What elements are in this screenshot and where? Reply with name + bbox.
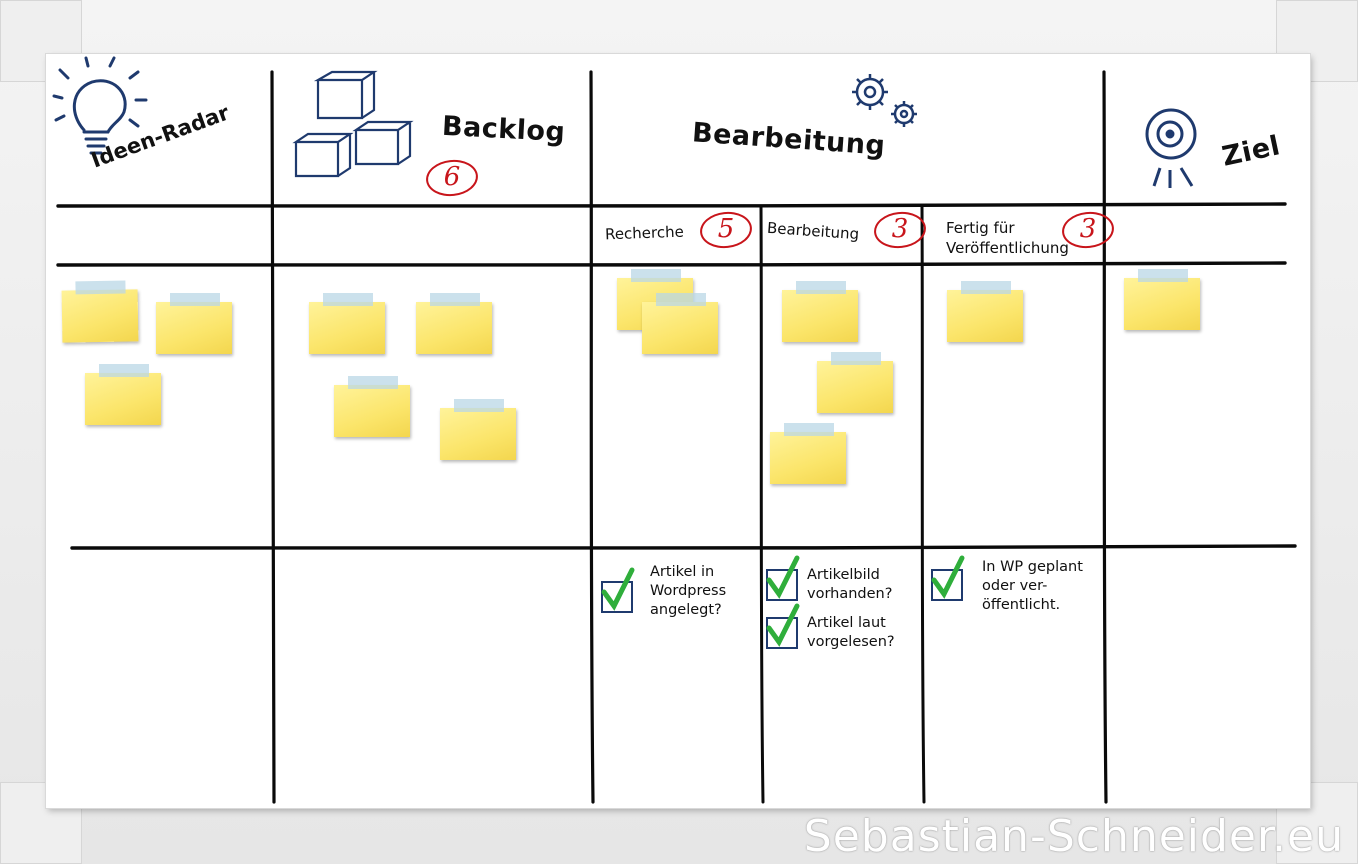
sticky-note[interactable] <box>817 352 893 413</box>
fertig-wip-limit: 3 <box>1064 212 1112 246</box>
bearbeitung-wip-limit: 3 <box>876 212 924 246</box>
tape <box>656 293 706 306</box>
dod-fertig: In WP geplant oder ver- öffentlicht. <box>982 559 1083 613</box>
dod-bearbeitung-2: Artikel laut vorgelesen? <box>807 615 895 650</box>
sticky-note[interactable] <box>1124 269 1200 330</box>
tape <box>323 293 373 306</box>
tape <box>170 293 220 306</box>
tape <box>961 281 1011 294</box>
tape <box>831 352 881 365</box>
dod-bearbeitung-1: Artikelbild vorhanden? <box>807 567 893 602</box>
sticky-note[interactable] <box>770 423 846 484</box>
sticky-note[interactable] <box>947 281 1023 342</box>
sticky-note[interactable] <box>85 364 161 425</box>
sticky-note[interactable] <box>642 293 718 354</box>
sticky-note[interactable] <box>309 293 385 354</box>
sticky-note[interactable] <box>782 281 858 342</box>
tape <box>796 281 846 294</box>
sticky-note[interactable] <box>334 376 410 437</box>
sticky-note[interactable] <box>416 293 492 354</box>
kanban-board <box>46 54 1310 808</box>
tape <box>430 293 480 306</box>
tape <box>1138 269 1188 282</box>
dod-recherche: Artikel in Wordpress angelegt? <box>650 564 727 618</box>
subcolumn-label-fertig-line1: Fertig für <box>946 219 1015 237</box>
tape <box>631 269 681 282</box>
sticky-note[interactable] <box>61 280 139 343</box>
tape <box>75 280 126 295</box>
subcolumn-label-recherche: Recherche <box>604 222 685 244</box>
column-title-backlog: Backlog <box>441 110 567 149</box>
sticky-note[interactable] <box>440 399 516 460</box>
tape <box>784 423 834 436</box>
subcolumn-label-fertig-line2: Veröffentlichung <box>946 239 1069 257</box>
recherche-wip-limit: 5 <box>702 212 750 246</box>
sticky-note[interactable] <box>156 293 232 354</box>
watermark: Sebastian-Schneider.eu <box>803 811 1344 862</box>
tape <box>99 364 149 377</box>
tape <box>454 399 504 412</box>
backlog-wip-limit: 6 <box>428 160 476 194</box>
tape <box>348 376 398 389</box>
